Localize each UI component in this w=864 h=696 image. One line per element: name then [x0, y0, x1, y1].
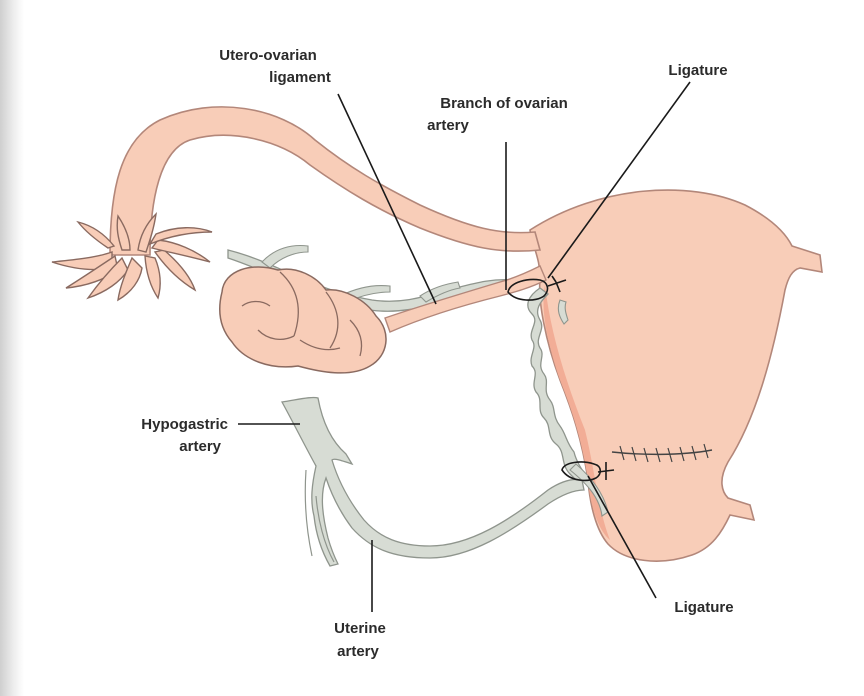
- leader-utero-ovarian: [338, 94, 436, 304]
- ovary: [220, 267, 386, 373]
- label-utero-ovarian-line1: Utero-ovarian: [219, 47, 317, 64]
- label-ligature-bottom: Ligature: [674, 599, 733, 616]
- uterus: [530, 190, 822, 561]
- label-uterine-line2: artery: [337, 643, 379, 660]
- label-ligature-top: Ligature: [668, 62, 727, 79]
- hypogastric-trunk: [282, 397, 584, 566]
- label-utero-ovarian-line2: ligament: [269, 69, 331, 86]
- label-hypogastric-line1: Hypogastric: [141, 416, 228, 433]
- label-uterine-line1: Uterine: [334, 620, 386, 637]
- label-branch-ovarian-line1: Branch of ovarian: [440, 95, 568, 112]
- hypogastric-artery: [282, 397, 584, 566]
- label-hypogastric-line2: artery: [179, 438, 221, 455]
- label-branch-ovarian-line2: artery: [427, 117, 469, 134]
- ovary-body: [220, 267, 386, 373]
- uterus-body: [530, 190, 822, 561]
